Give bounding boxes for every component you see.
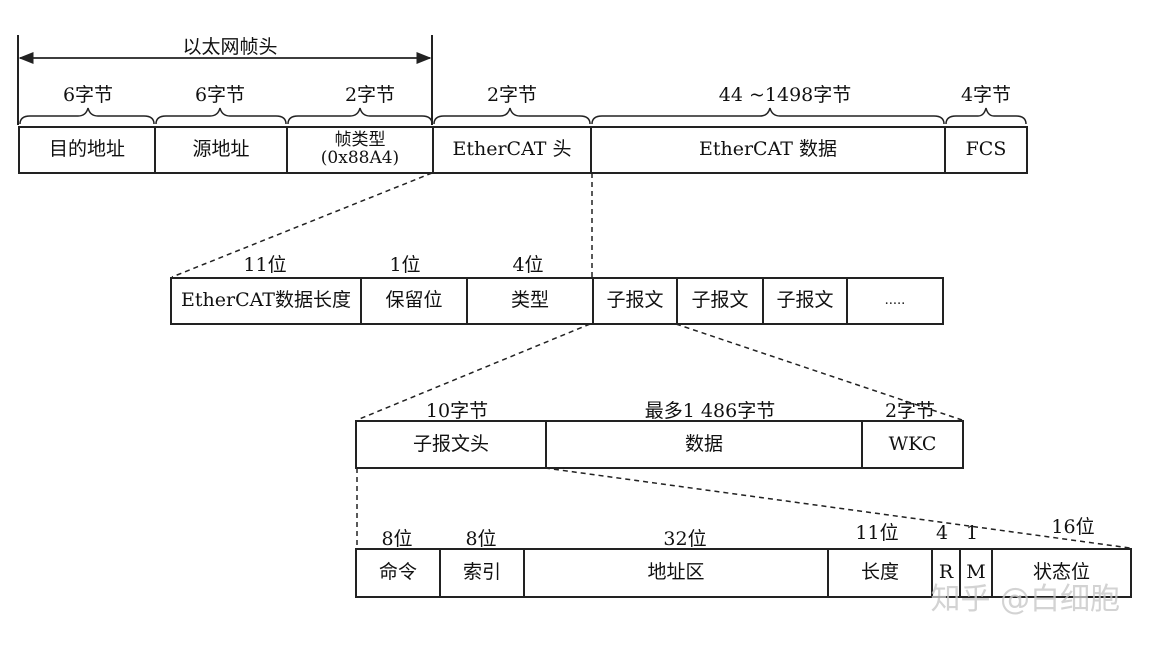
size-label: 4位 bbox=[512, 254, 544, 276]
field-subframe: 子报文 bbox=[764, 279, 848, 323]
subframe-header-row: 命令 索引 地址区 长度 R M 状态位 bbox=[355, 548, 1132, 598]
field-ethercat-header: EtherCAT 头 bbox=[434, 128, 592, 172]
size-label: 2字节 bbox=[344, 84, 396, 106]
field-data-length: EtherCAT数据长度 bbox=[172, 279, 362, 323]
field-status: 状态位 bbox=[1032, 561, 1090, 584]
frame-type-label: 帧类型 bbox=[334, 130, 386, 151]
field-address: 地址区 bbox=[525, 550, 829, 596]
field-length: 长度 bbox=[829, 550, 933, 596]
size-label: 16位 bbox=[1051, 516, 1095, 538]
size-label: 10字节 bbox=[425, 400, 489, 422]
field-src-address: 源地址 bbox=[156, 128, 288, 172]
size-label: 2字节 bbox=[884, 400, 936, 422]
size-label: 4 bbox=[935, 522, 949, 544]
field-frame-type: 帧类型 (0x88A4) bbox=[288, 128, 434, 172]
field-r: R bbox=[933, 550, 961, 596]
size-label: 2字节 bbox=[486, 84, 538, 106]
field-subframe: 子报文 bbox=[678, 279, 764, 323]
size-label: 1 bbox=[965, 522, 979, 544]
size-label: 6字节 bbox=[62, 84, 114, 106]
field-wkc: WKC bbox=[888, 432, 937, 455]
size-label: 4字节 bbox=[960, 84, 1012, 106]
size-label: 11位 bbox=[855, 522, 899, 544]
size-label: 32位 bbox=[663, 528, 707, 550]
field-subframe: 子报文 bbox=[594, 279, 678, 323]
field-ellipsis: ..... bbox=[884, 293, 906, 309]
frame-type-value: (0x88A4) bbox=[320, 148, 400, 168]
ethernet-header-title: 以太网帧头 bbox=[182, 36, 278, 58]
subframe-row: 子报文头 数据 WKC bbox=[355, 420, 964, 469]
size-label: 1位 bbox=[389, 254, 421, 276]
ethercat-header-row: EtherCAT数据长度 保留位 类型 子报文 子报文 子报文 ..... bbox=[170, 277, 944, 325]
field-command: 命令 bbox=[357, 550, 441, 596]
size-label: 8位 bbox=[465, 528, 497, 550]
size-label: 11位 bbox=[243, 254, 287, 276]
field-ethercat-data: EtherCAT 数据 bbox=[592, 128, 946, 172]
field-fcs: FCS bbox=[965, 138, 1007, 161]
watermark: 知乎 @白细胞 bbox=[930, 582, 1120, 617]
field-index: 索引 bbox=[441, 550, 525, 596]
ethernet-frame-row: 目的地址 源地址 帧类型 (0x88A4) EtherCAT 头 EtherCA… bbox=[18, 126, 1028, 174]
field-subframe-data: 数据 bbox=[547, 422, 863, 467]
field-dest-address: 目的地址 bbox=[20, 128, 156, 172]
size-label: 最多1 486字节 bbox=[644, 400, 776, 422]
size-label: 44 ~1498字节 bbox=[718, 84, 852, 106]
field-reserved: 保留位 bbox=[362, 279, 468, 323]
size-label: 6字节 bbox=[194, 84, 246, 106]
size-label: 8位 bbox=[381, 528, 413, 550]
field-type: 类型 bbox=[468, 279, 594, 323]
field-subframe-header: 子报文头 bbox=[357, 422, 547, 467]
field-m: M bbox=[961, 550, 993, 596]
